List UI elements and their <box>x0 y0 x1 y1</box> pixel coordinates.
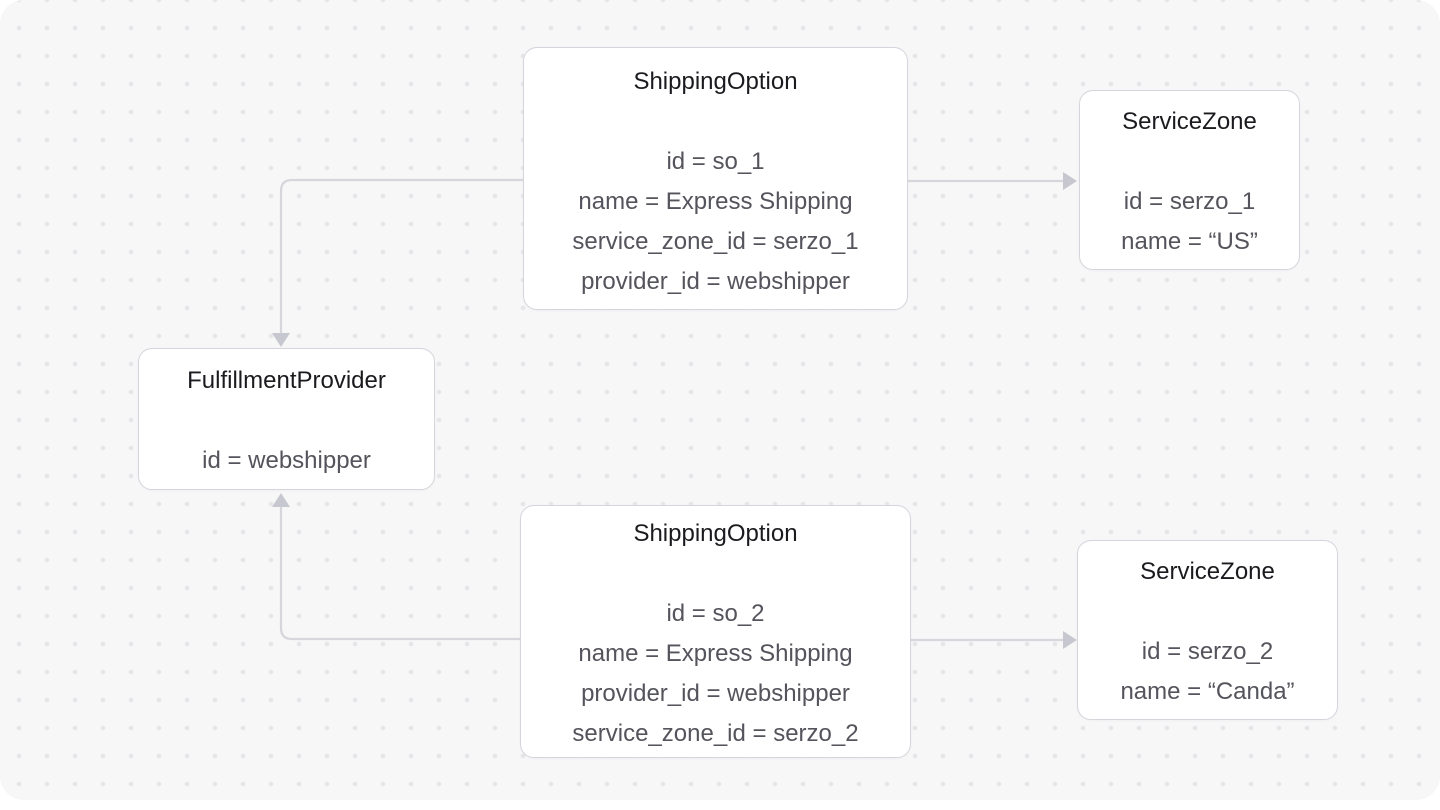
entity-title: ShippingOption <box>633 520 798 547</box>
spacer <box>521 554 910 594</box>
entity-node-shipping-option-2[interactable]: ShippingOption id = so_2 name = Express … <box>520 505 911 758</box>
spacer <box>1080 142 1299 182</box>
entity-field: name = “Canda” <box>1120 678 1295 705</box>
entity-field: provider_id = webshipper <box>581 680 850 707</box>
entity-node-service-zone-2[interactable]: ServiceZone id = serzo_2 name = “Canda” <box>1077 540 1338 720</box>
entity-field: id = so_1 <box>666 148 765 175</box>
arrowhead-right-icon <box>1063 631 1077 649</box>
entity-field: id = webshipper <box>202 447 371 474</box>
arrowhead-up-icon <box>272 493 290 507</box>
edge-so2-to-provider <box>279 506 520 641</box>
entity-field: provider_id = webshipper <box>581 268 850 295</box>
arrowhead-right-icon <box>1063 172 1077 190</box>
entity-field: id = so_2 <box>666 600 765 627</box>
entity-field: name = Express Shipping <box>578 640 853 667</box>
entity-title: ShippingOption <box>633 68 798 95</box>
entity-field: id = serzo_1 <box>1123 188 1256 215</box>
entity-field: name = “US” <box>1121 228 1258 255</box>
spacer <box>1078 592 1337 632</box>
spacer <box>139 401 434 441</box>
entity-node-service-zone-1[interactable]: ServiceZone id = serzo_1 name = “US” <box>1079 90 1300 270</box>
entity-field: name = Express Shipping <box>578 188 853 215</box>
entity-node-fulfillment-provider[interactable]: FulfillmentProvider id = webshipper <box>138 348 435 490</box>
entity-field: service_zone_id = serzo_1 <box>572 228 859 255</box>
entity-node-shipping-option-1[interactable]: ShippingOption id = so_1 name = Express … <box>523 47 908 310</box>
arrowhead-down-icon <box>272 333 290 347</box>
entity-field: id = serzo_2 <box>1141 638 1274 665</box>
entity-title: ServiceZone <box>1122 108 1257 135</box>
entity-title: FulfillmentProvider <box>187 367 386 394</box>
entity-title: ServiceZone <box>1140 558 1275 585</box>
entity-field: service_zone_id = serzo_2 <box>572 720 859 747</box>
edge-so1-to-provider <box>279 178 523 333</box>
spacer <box>524 102 907 142</box>
